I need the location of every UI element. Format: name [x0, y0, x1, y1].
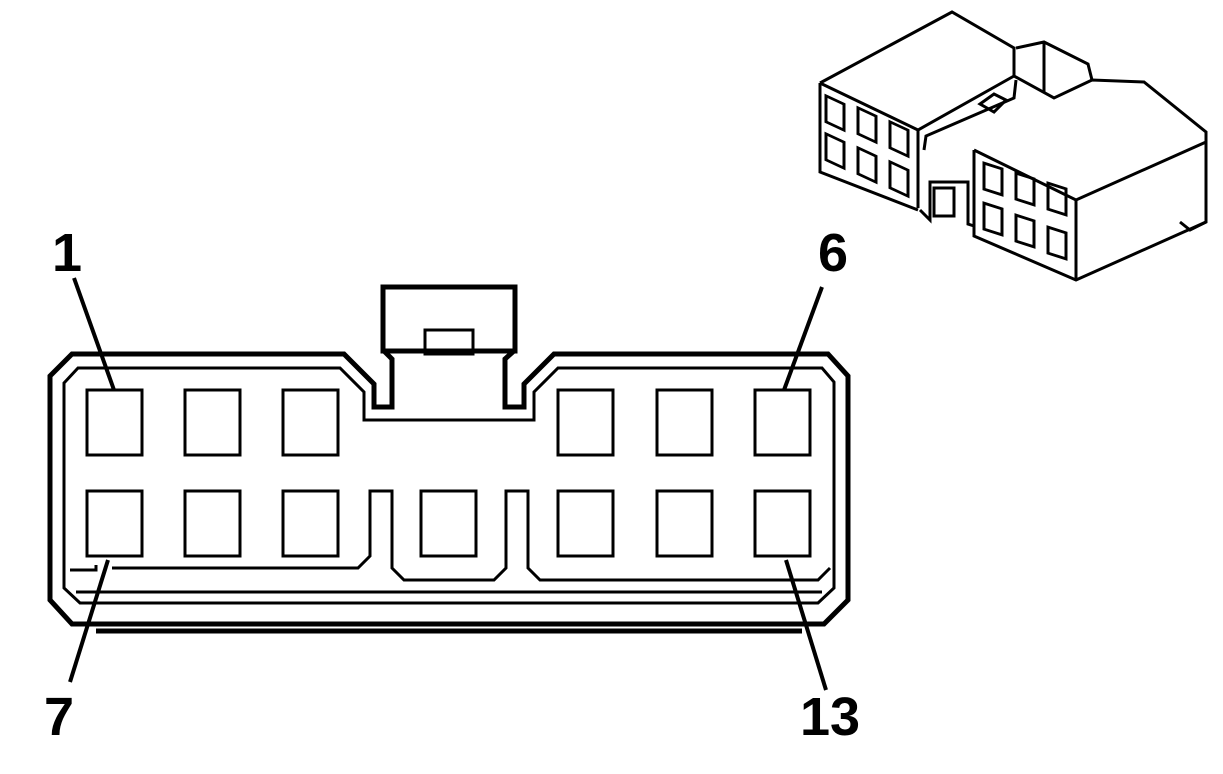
- cavity-10: [419, 489, 478, 558]
- latch-tab: [380, 284, 518, 356]
- cavity-5: [655, 388, 714, 457]
- cavity-3: [281, 388, 340, 457]
- leader-line-13: [784, 559, 828, 691]
- cavity-4: [556, 388, 615, 457]
- cavity-8: [183, 489, 242, 558]
- bottom-row-cavities: [85, 489, 812, 558]
- pin-label-1: 1: [52, 223, 83, 283]
- leader-line-6: [782, 286, 824, 391]
- cavity-1: [85, 388, 144, 457]
- cavity-7: [85, 489, 144, 558]
- leader-line-7: [68, 559, 110, 683]
- cavity-6: [753, 388, 812, 457]
- cavity-12: [655, 489, 714, 558]
- connector-housing: [47, 284, 851, 634]
- pin-label-7: 7: [44, 687, 75, 747]
- leader-lines: [68, 277, 828, 691]
- leader-line-1: [72, 277, 116, 391]
- pin-label-6: 6: [818, 223, 849, 283]
- cavity-2: [183, 388, 242, 457]
- cavity-11: [556, 489, 615, 558]
- top-row-cavities: [85, 388, 812, 457]
- pin-label-13: 13: [800, 687, 861, 747]
- cavity-9: [281, 489, 340, 558]
- connector-3d-view: [818, 10, 1208, 282]
- cavity-13: [753, 489, 812, 558]
- bottom-separators: [70, 489, 832, 582]
